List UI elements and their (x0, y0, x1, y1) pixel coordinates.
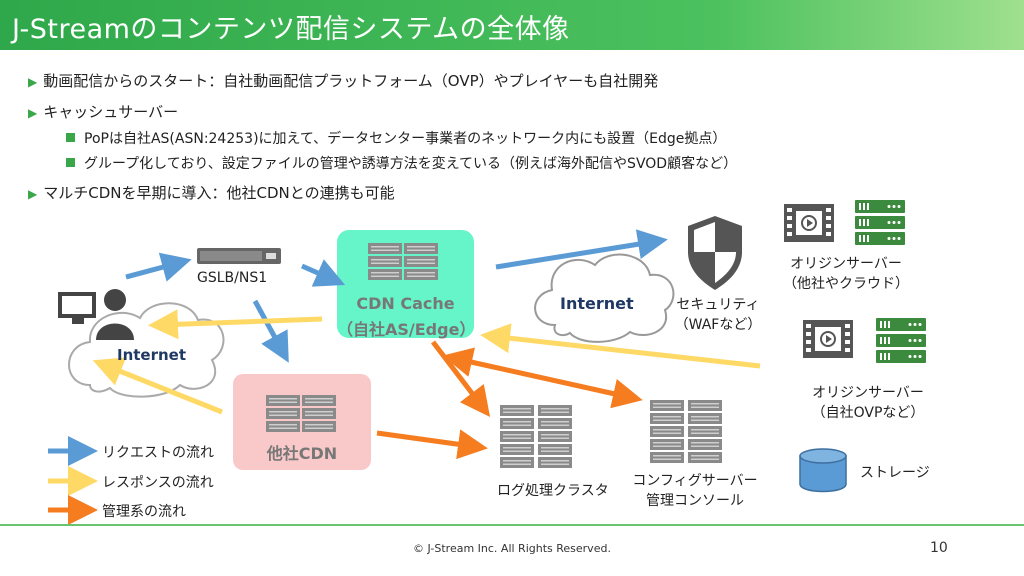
cdn-cache-sublabel: （自社AS/Edge） (337, 320, 476, 339)
origin-1-label: オリジンサーバー （他社やクラウド） (776, 253, 916, 293)
origin-server-icon-2 (876, 318, 926, 363)
internet-left-label: Internet (117, 346, 187, 364)
legend-response-label: レスポンスの流れ (102, 475, 214, 491)
origin-1-label-line2: （他社やクラウド） (783, 276, 909, 292)
log-cluster-server-icon (500, 405, 572, 468)
cdn-cache-label: CDN Cache (356, 294, 455, 313)
config-server-label: コンフィグサーバー 管理コンソール (630, 470, 760, 510)
title-bar: J-Streamのコンテンツ配信システムの全体像 (0, 0, 1024, 50)
page-title: J-Streamのコンテンツ配信システムの全体像 (12, 14, 570, 45)
footer-divider (0, 524, 1024, 526)
copyright: © J-Stream Inc. All Rights Reserved. (413, 542, 611, 555)
triangle-bullet-icon: ▶ (28, 75, 38, 89)
config-server-icon (650, 400, 722, 463)
origin-2-label-line1: オリジンサーバー (812, 385, 924, 401)
other-cdn-server-icon (266, 395, 336, 432)
security-label-line1: セキュリティ (676, 297, 760, 313)
origin-video-icon-2 (802, 319, 854, 359)
origin-video-icon-1 (783, 203, 835, 243)
user-computer-icon (58, 289, 134, 340)
bullet-2-text: キャッシュサーバー (43, 103, 179, 121)
origin-2-label-line2: （自社OVPなど） (811, 405, 925, 421)
config-server-label-line1: コンフィグサーバー (632, 473, 758, 489)
bullet-3-text: マルチCDNを早期に導入：他社CDNとの連携も可能 (43, 184, 395, 202)
legend-request-label: リクエストの流れ (102, 445, 214, 461)
origin-server-icon-1 (855, 200, 905, 245)
bullet-2a-text: PoPは自社AS(ASN:24253)に加えて、データセンター事業者のネットワー… (84, 131, 727, 147)
gslb-device-icon (197, 248, 281, 264)
storage-cylinder-icon (799, 448, 847, 493)
origin-2-label: オリジンサーバー （自社OVPなど） (798, 382, 938, 422)
log-cluster-label: ログ処理クラスタ (497, 483, 609, 499)
origin-1-label-line1: オリジンサーバー (790, 256, 902, 272)
other-cdn-label: 他社CDN (266, 444, 338, 463)
cdn-cache-box: CDN Cache （自社AS/Edge） (337, 230, 476, 339)
bullet-1: ▶ 動画配信からのスタート：自社動画配信プラットフォーム（OVP）やプレイヤーも自… (28, 70, 658, 91)
storage-label: ストレージ (860, 465, 930, 481)
shield-icon (688, 216, 742, 290)
bullet-2b: グループ化しており、設定ファイルの管理や誘導方法を変えている（例えば海外配信やS… (66, 153, 737, 173)
bullet-2: ▶ キャッシュサーバー (28, 101, 178, 122)
triangle-bullet-icon: ▶ (28, 106, 38, 120)
triangle-bullet-icon: ▶ (28, 187, 38, 201)
security-label: セキュリティ （WAFなど） (668, 294, 768, 334)
config-server-label-line2: 管理コンソール (646, 493, 744, 509)
square-bullet-icon (66, 133, 75, 142)
bullet-1-text: 動画配信からのスタート：自社動画配信プラットフォーム（OVP）やプレイヤーも自社… (43, 72, 659, 90)
request-arrows (125, 229, 668, 363)
management-arrows (376, 340, 643, 460)
bullet-2a: PoPは自社AS(ASN:24253)に加えて、データセンター事業者のネットワー… (66, 128, 726, 148)
legend-management-label: 管理系の流れ (102, 504, 186, 520)
square-bullet-icon (66, 158, 75, 167)
bullet-2b-text: グループ化しており、設定ファイルの管理や誘導方法を変えている（例えば海外配信やS… (84, 156, 738, 172)
gslb-label: GSLB/NS1 (197, 270, 268, 286)
internet-cloud-mid (534, 253, 675, 343)
cdn-cache-server-icon (368, 243, 438, 280)
security-label-line2: （WAFなど） (674, 317, 762, 333)
internet-mid-label: Internet (560, 294, 634, 313)
page-number: 10 (930, 540, 948, 556)
bullet-3: ▶ マルチCDNを早期に導入：他社CDNとの連携も可能 (28, 182, 395, 203)
